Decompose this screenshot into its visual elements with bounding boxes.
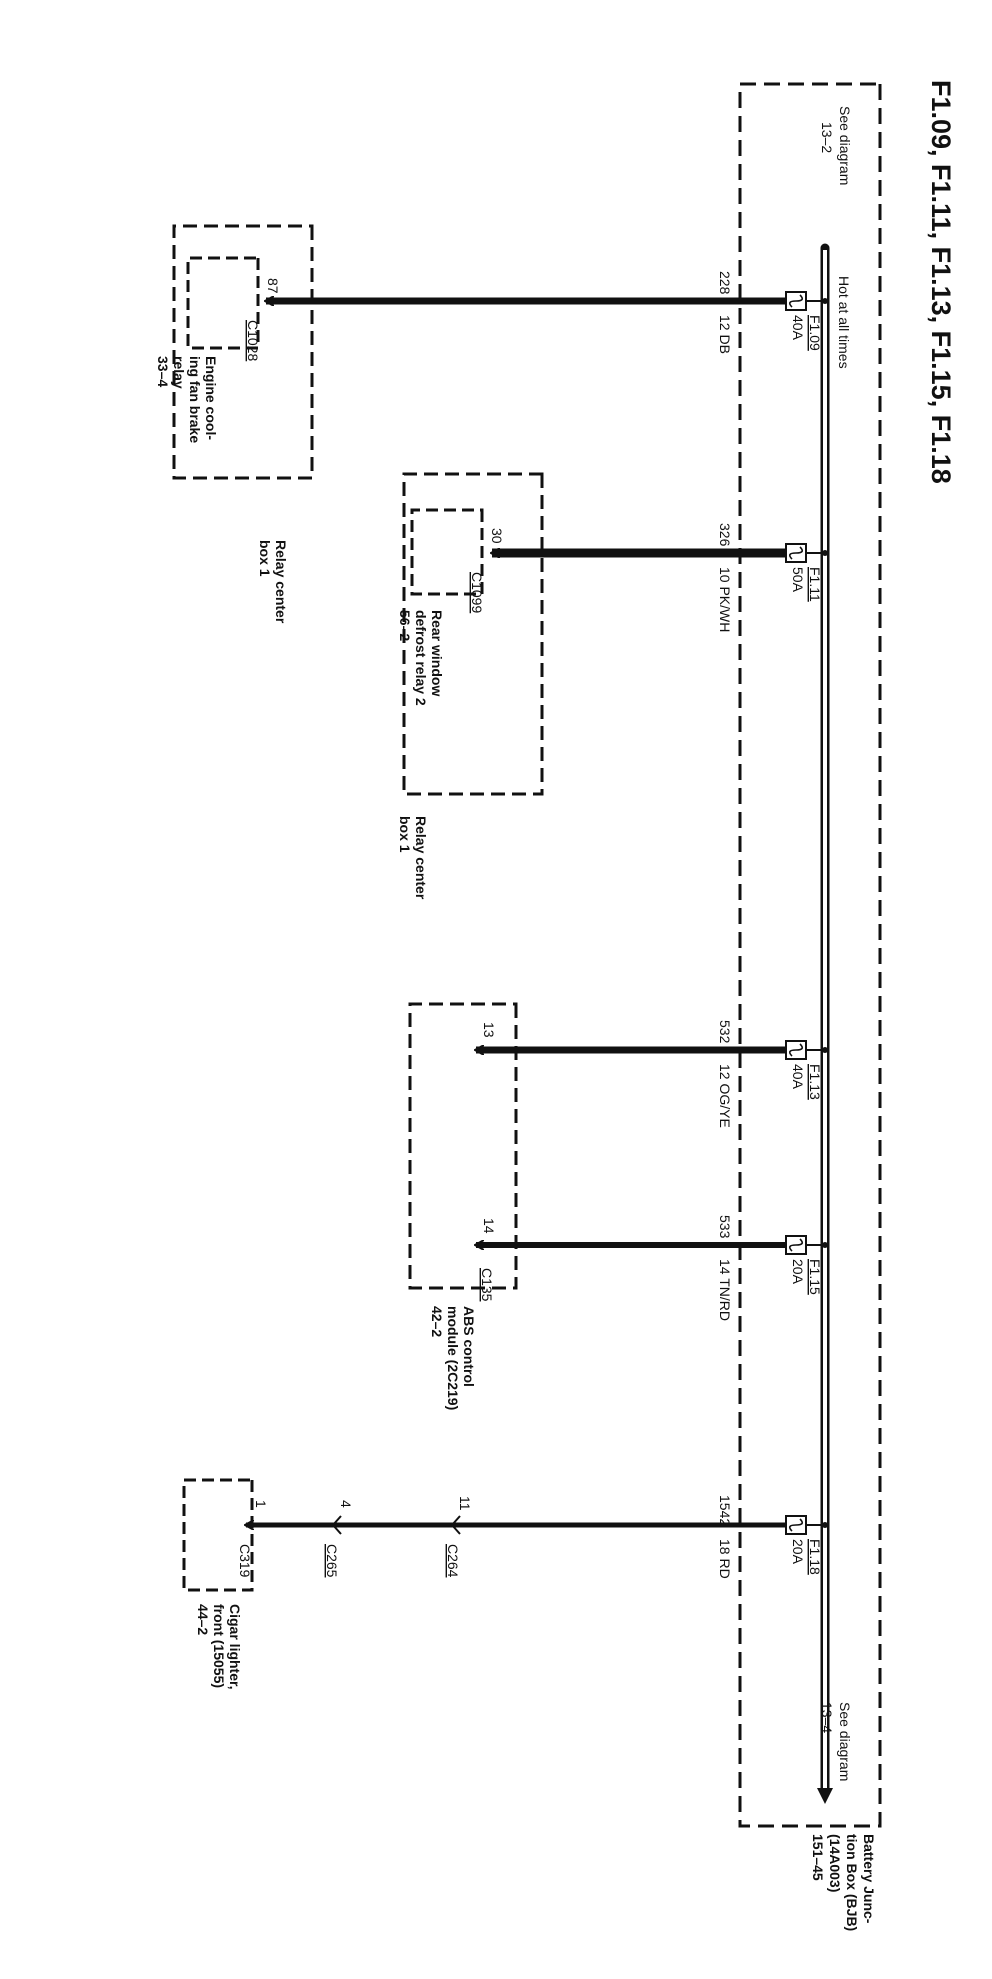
c319-pin: 1	[253, 1500, 269, 1508]
c264-pin: 11	[457, 1496, 473, 1511]
bjb-name-line-2: tion Box (BJB)	[844, 1834, 860, 1931]
relay-center-box-1-outline	[172, 224, 314, 480]
see-diagram-top-line-2: 13–2	[819, 122, 835, 153]
fuse-element-icon	[788, 1043, 804, 1057]
abs-name-line-3: 42–2	[429, 1306, 445, 1337]
abs-name-line-1: ABS control	[461, 1306, 477, 1387]
fuse-id: F1.13	[807, 1064, 823, 1100]
relay-2-name-line-3: 56–2	[397, 610, 413, 641]
fuse-element-icon	[788, 546, 804, 560]
fuse-element-icon	[788, 1238, 804, 1252]
circuit-number: 228	[717, 271, 733, 295]
fuse-id: F1.11	[807, 567, 823, 602]
cigar-lighter-name-line-3: 44–2	[195, 1604, 211, 1635]
circuit-number: 533	[717, 1215, 733, 1239]
fuse-rating: 50A	[790, 567, 806, 593]
rotated-diagram: F1.09, F1.11, F1.13, F1.15, F1.18 Batter…	[155, 80, 956, 1931]
bjb-outline	[738, 82, 882, 1828]
relay-1-connector: C1028	[245, 320, 261, 361]
fuse-id: F1.15	[807, 1259, 823, 1295]
fuse-element-icon	[788, 1518, 804, 1532]
relay-1-name-line-2: ing fan brake	[187, 356, 203, 443]
fuse-id: F1.18	[807, 1539, 823, 1575]
relay-1-name-line-4: 33–4	[155, 356, 171, 387]
cigar-lighter-name-line-1: Cigar lighter,	[227, 1604, 243, 1690]
wire-code: 18 RD	[717, 1539, 733, 1579]
abs-module-outline	[408, 1002, 518, 1290]
abs-connector: C135	[479, 1268, 495, 1302]
relay-2-box-line-1: Relay center	[413, 816, 429, 900]
bus-label: Hot at all times	[836, 276, 852, 369]
fuse-rating: 20A	[790, 1539, 806, 1565]
fuse-rating: 40A	[790, 315, 806, 341]
circuit-number: 1542	[717, 1495, 733, 1526]
relay-1-name-line-1: Engine cool-	[203, 356, 219, 440]
abs-module: 13 14 C135 ABS control module (2C219) 42…	[408, 1002, 600, 1410]
bjb-name-line-1: Battery Junc-	[861, 1834, 877, 1924]
bus-arrow-icon	[817, 1788, 833, 1804]
bjb-name: Battery Junc- tion Box (BJB) (14A003) 15…	[810, 1834, 877, 1931]
wire-code: 10 PK/WH	[717, 567, 733, 632]
fuse-element-icon	[788, 294, 804, 308]
abs-name-line-2: module (2C219)	[445, 1306, 461, 1410]
relay-1: 87 C1028 Engine cool- ing fan brake rela…	[155, 224, 600, 624]
fuse-id: F1.09	[807, 315, 823, 351]
relay-2-outline	[410, 508, 484, 596]
cigar-lighter: 11 C264 4 C265 1 C319 Cigar lighter, fro…	[182, 1478, 600, 1690]
bus-junction-dot	[822, 1242, 828, 1248]
c264-label: C264	[445, 1544, 461, 1578]
bjb-name-line-3: (14A003)	[827, 1834, 843, 1892]
relay-2-name-line-2: defrost relay 2	[413, 610, 429, 706]
fuse-rating: 40A	[790, 1064, 806, 1090]
bjb-name-line-4: 151–45	[810, 1834, 826, 1881]
fuse-rating: 20A	[790, 1259, 806, 1285]
relay-2: 30 C1099 Rear window defrost relay 2 56–…	[397, 472, 600, 900]
bus-junction-dot	[822, 550, 828, 556]
bus-junction-dot	[822, 298, 828, 304]
relay-1-box-line-1: Relay center	[273, 540, 289, 624]
relay-2-name-line-1: Rear window	[429, 610, 445, 696]
abs-pin-13: 13	[481, 1022, 497, 1038]
relay-1-name-line-3: relay	[171, 356, 187, 389]
wire-code: 14 TN/RD	[717, 1259, 733, 1321]
wire-code: 12 DB	[717, 315, 733, 354]
relay-2-box-line-2: box 1	[397, 816, 413, 853]
relay-2-connector: C1099	[469, 572, 485, 613]
see-diagram-bottom-line-1: See diagram	[837, 1702, 853, 1781]
bus-junction-dot	[822, 1047, 828, 1053]
c265-label: C265	[324, 1544, 340, 1578]
see-diagram-top-line-1: See diagram	[837, 106, 853, 185]
cigar-lighter-outline	[182, 1478, 254, 1592]
c319-label: C319	[237, 1544, 253, 1578]
relay-center-box-2-outline	[402, 472, 544, 796]
relay-1-outline	[186, 256, 260, 350]
relay-1-pin: 87	[265, 278, 281, 294]
c265-pin: 4	[338, 1500, 354, 1508]
circuit-number: 326	[717, 523, 733, 547]
c264-connector-icon	[450, 1515, 461, 1535]
abs-pin-14: 14	[481, 1218, 497, 1234]
relay-2-pin: 30	[489, 528, 505, 544]
wire-code: 12 OG/YE	[717, 1064, 733, 1128]
cigar-lighter-name-line-2: front (15055)	[211, 1604, 227, 1688]
c265-connector-icon	[331, 1515, 342, 1535]
bus-junction-dot	[822, 1522, 828, 1528]
relay-1-box-line-2: box 1	[257, 540, 273, 577]
see-diagram-bottom-line-2: 13–4	[819, 1702, 835, 1733]
circuit-number: 532	[717, 1020, 733, 1044]
page-title: F1.09, F1.11, F1.13, F1.15, F1.18	[926, 80, 956, 484]
